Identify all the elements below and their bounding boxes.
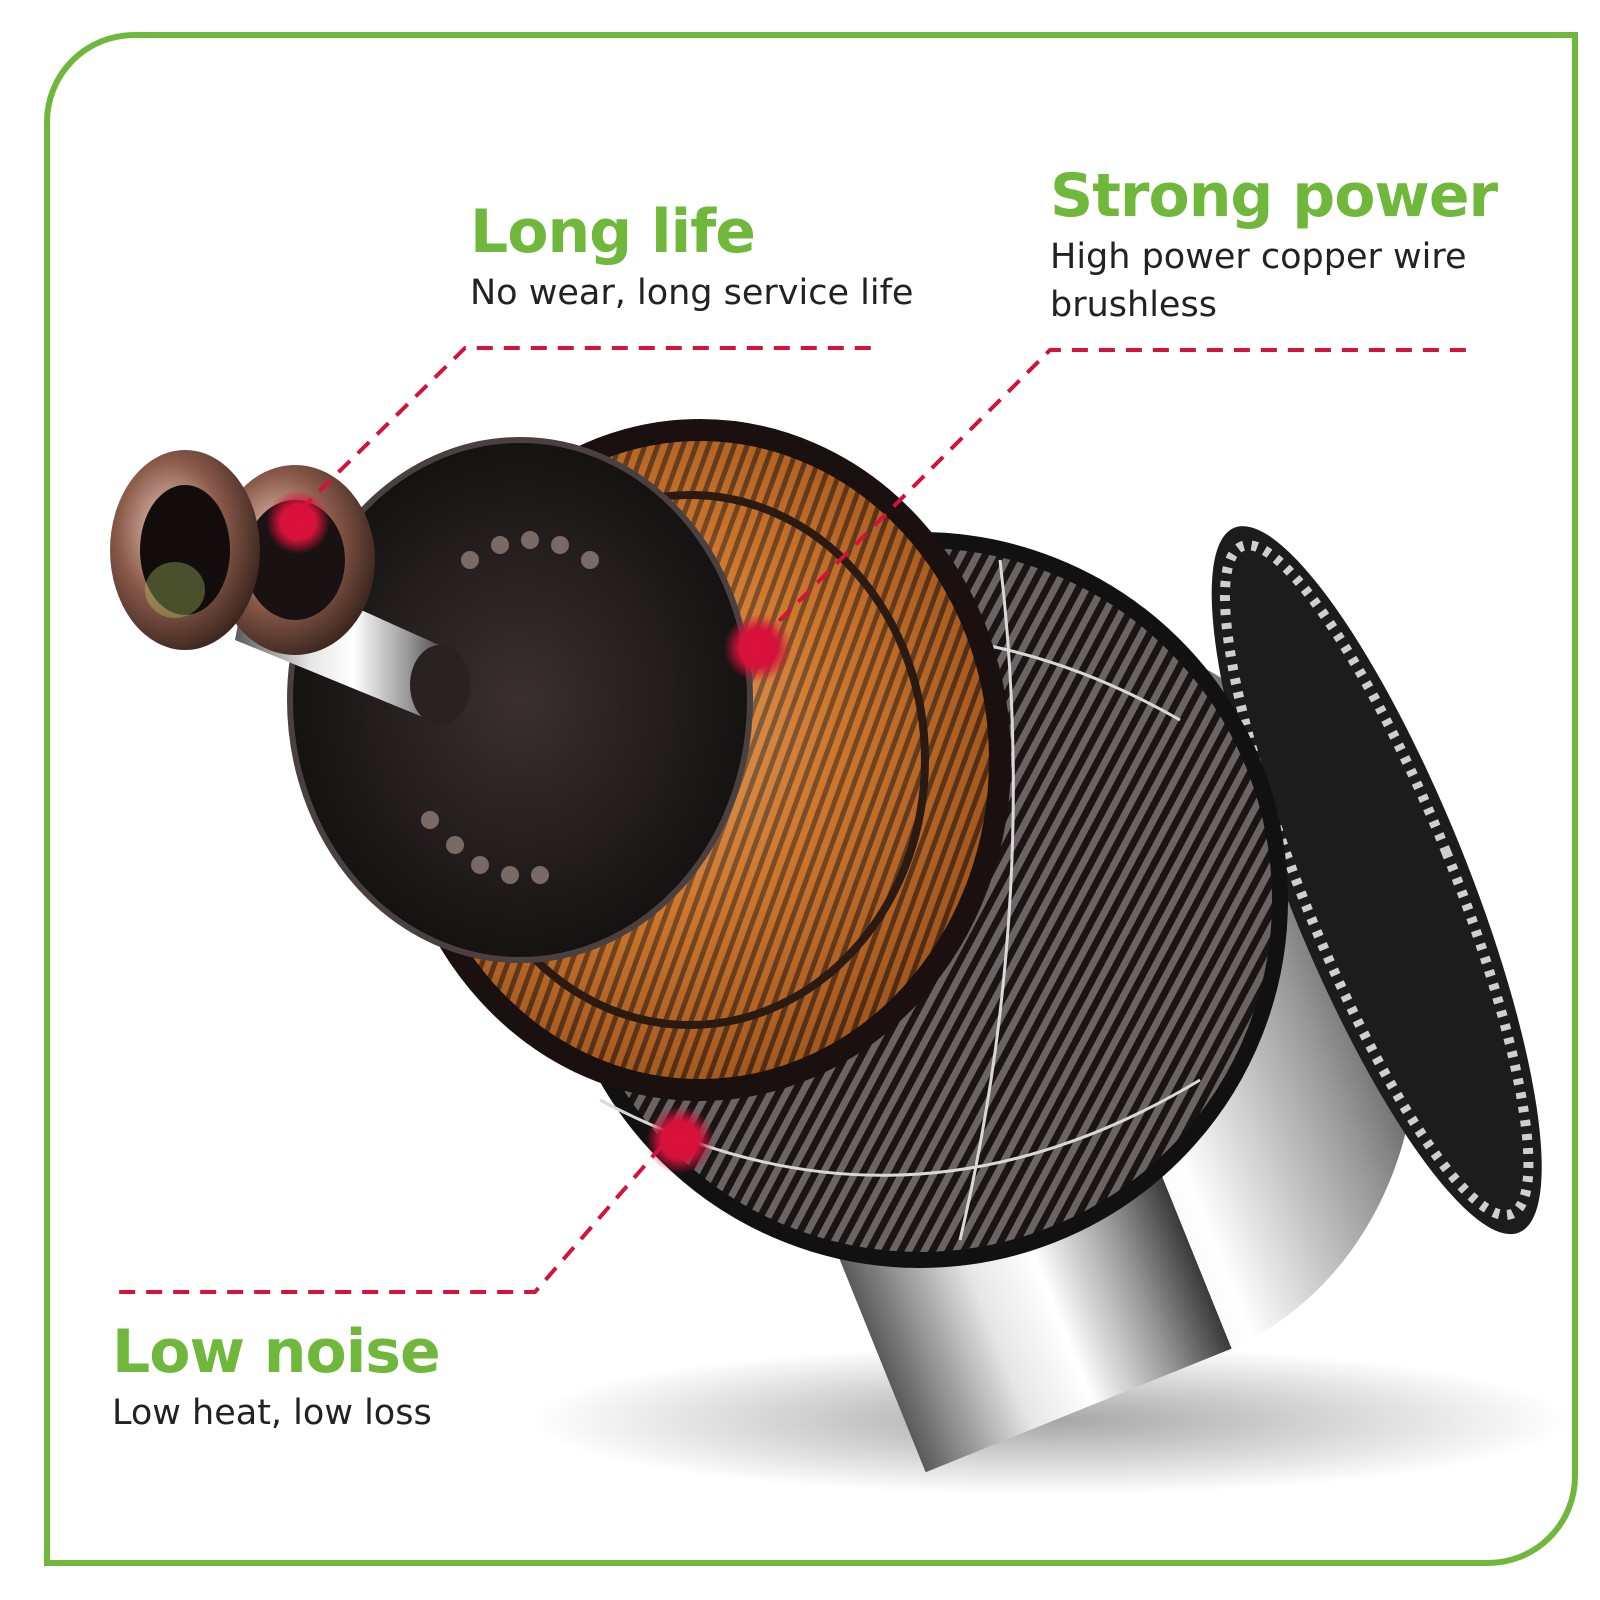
callout-line-long-life [298, 346, 880, 512]
callout-dot-low-noise [646, 1106, 714, 1174]
feature-low-noise: Low noise Low heat, low loss [112, 1317, 441, 1437]
callout-dot-long-life [266, 490, 330, 554]
callout-line-strong-power [758, 348, 1470, 642]
callout-line-low-noise [112, 1123, 682, 1294]
feature-title-long-life: Long life [470, 197, 756, 267]
feature-title-low-noise: Low noise [112, 1317, 441, 1387]
feature-title-strong-power: Strong power [1050, 161, 1498, 231]
bearing [110, 450, 375, 655]
feature-desc-low-noise: Low heat, low loss [112, 1393, 432, 1433]
end-cap [287, 437, 753, 963]
feature-strong-power: Strong power High power copper wire brus… [1050, 162, 1590, 330]
feature-desc-strong-power: High power copper wire brushless [1050, 237, 1467, 326]
green-border-frame [44, 32, 1578, 1566]
callout-dot-strong-power [724, 614, 792, 682]
feature-desc-long-life: No wear, long service life [470, 273, 914, 313]
feature-long-life: Long life No wear, long service life [470, 198, 913, 317]
callout-lines [112, 346, 1470, 1294]
